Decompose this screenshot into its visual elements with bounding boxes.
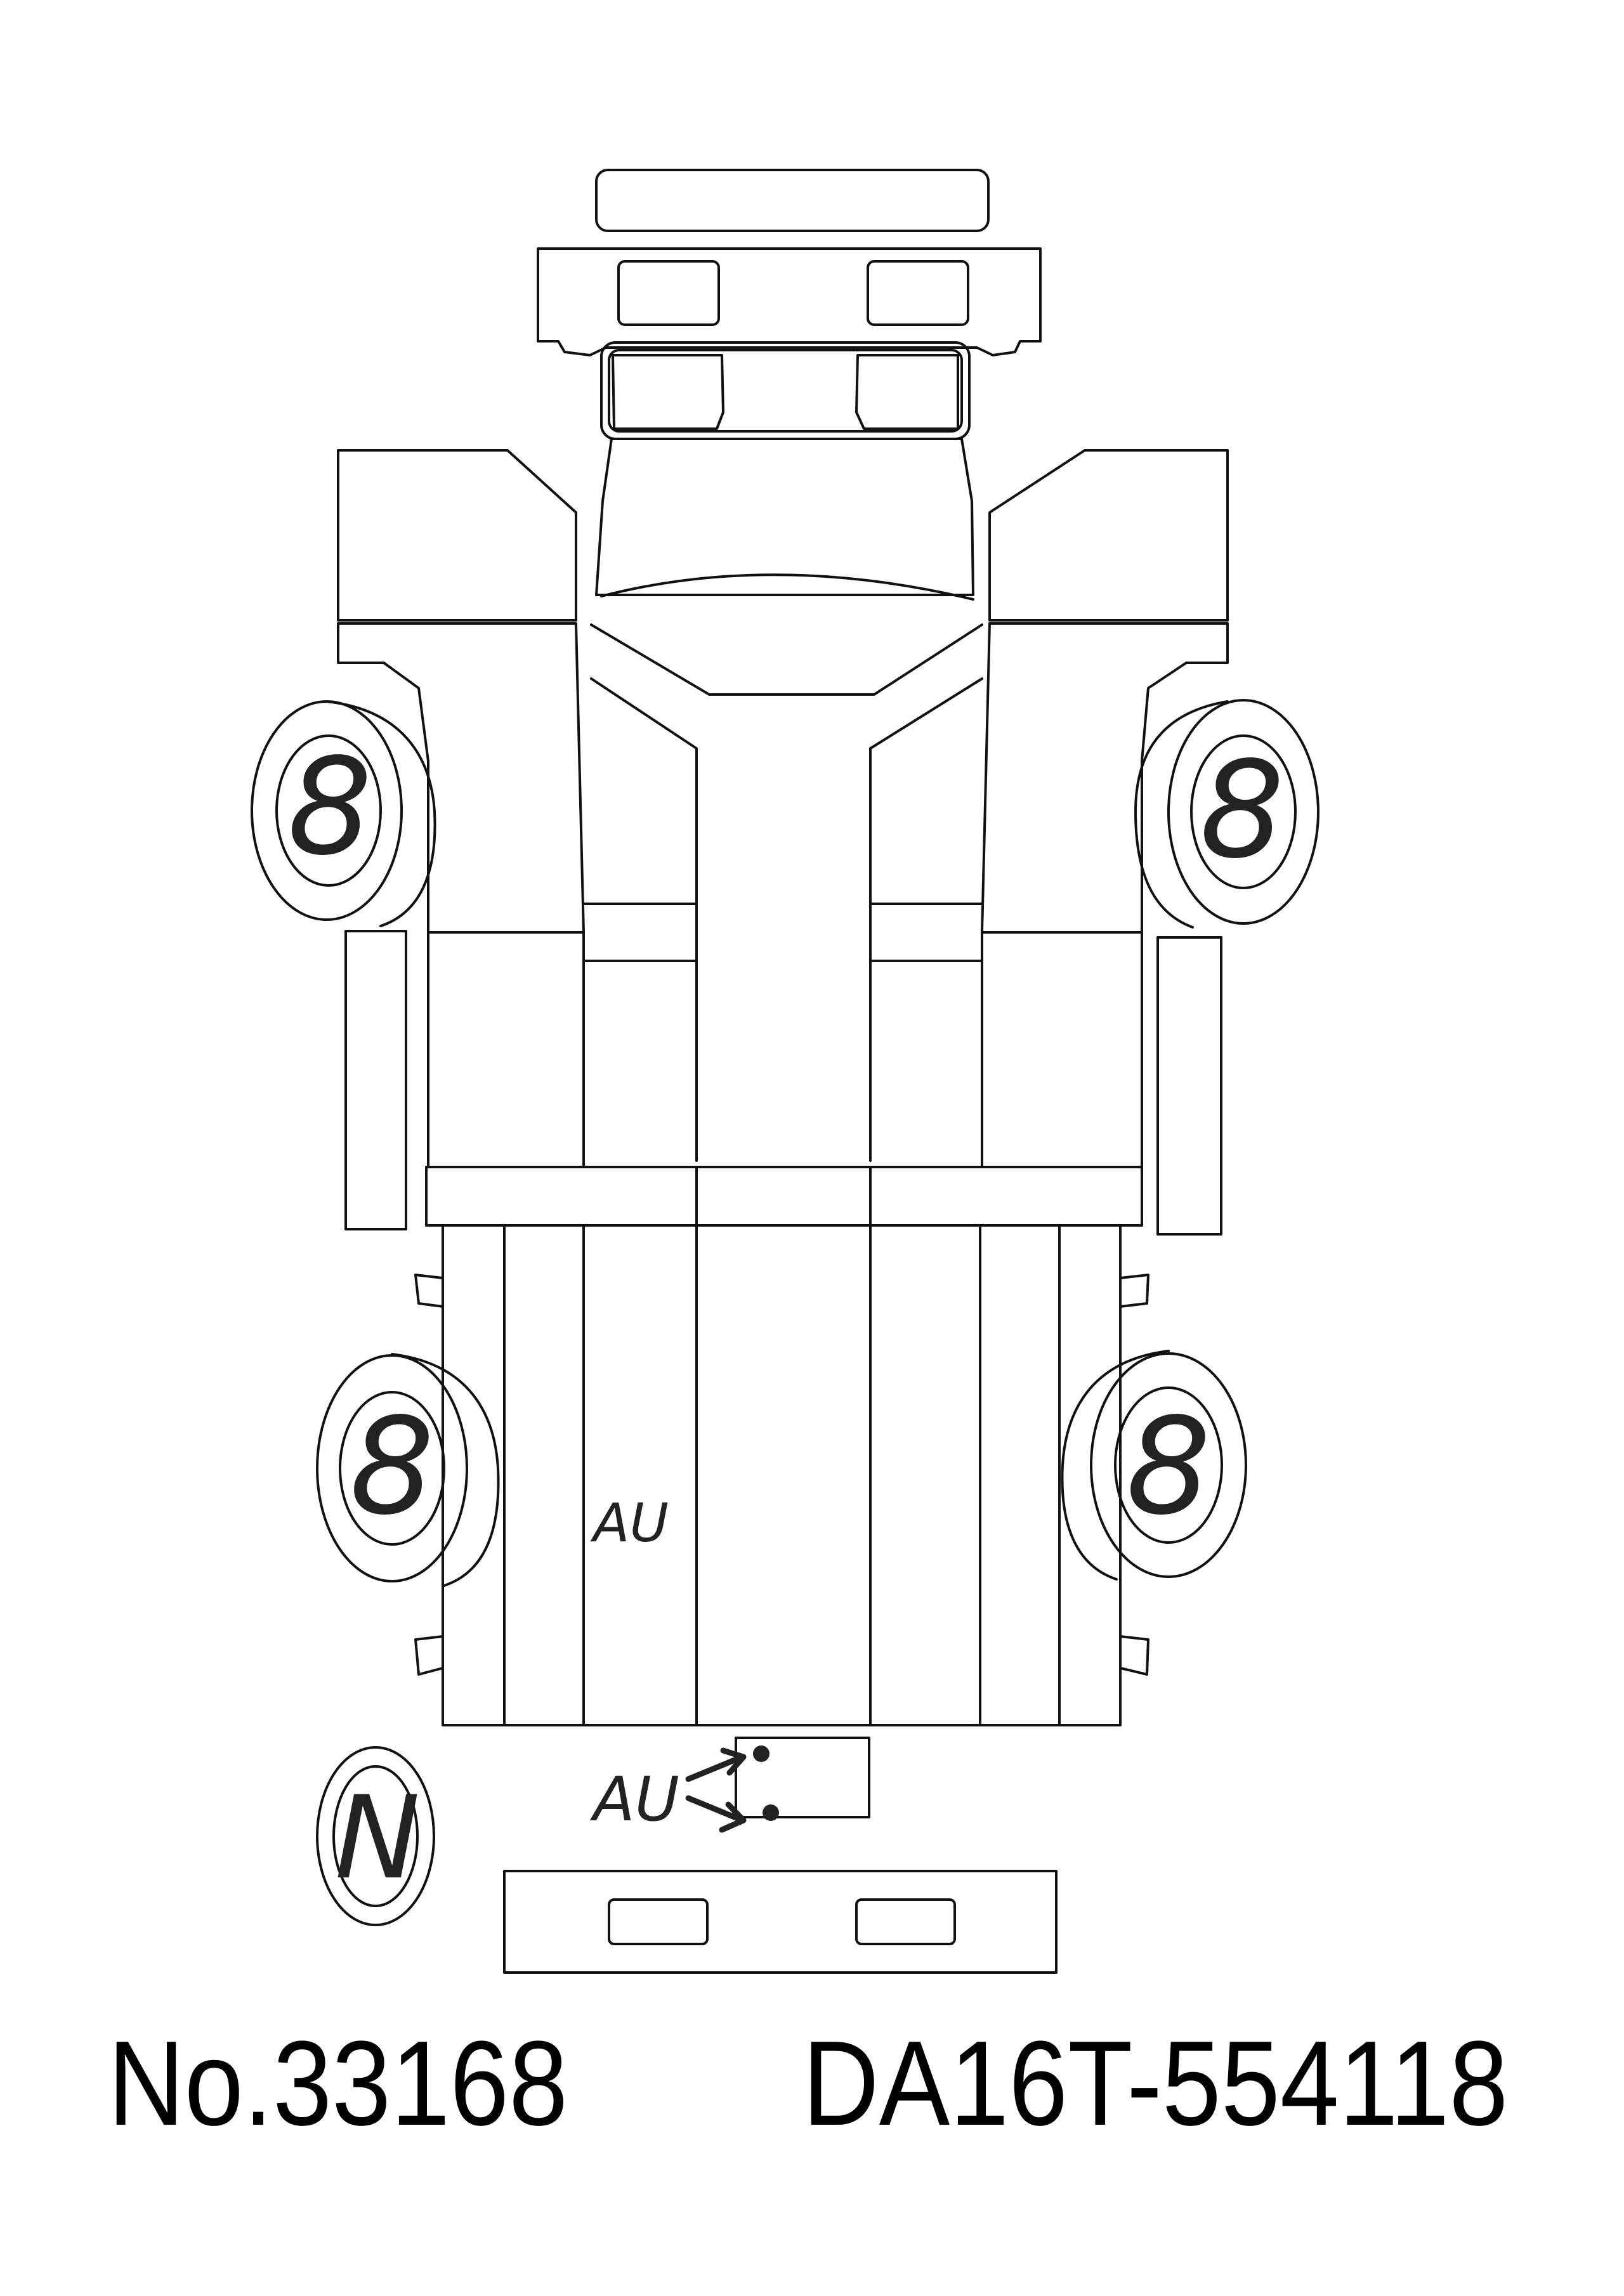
tire-mark-front-right: 8 (1200, 733, 1285, 888)
rear-light-left (608, 1898, 709, 1945)
roof-front-edge (590, 623, 983, 696)
hood-crease (600, 573, 974, 601)
headlight-right (867, 260, 969, 326)
windshield-right-pane (855, 354, 959, 430)
lot-number: No.33168 (108, 2016, 568, 2151)
step-right (1156, 936, 1222, 1236)
spare-tire (316, 1746, 435, 1926)
front-bumper (595, 169, 990, 232)
windshield-outer (600, 341, 971, 440)
mudflap-front-right (1119, 1274, 1149, 1308)
wheel-front-right (1134, 699, 1320, 929)
front-fender-right (988, 449, 1229, 622)
rear-window-left (582, 903, 698, 962)
damage-mark-tailgate: AU (589, 1764, 679, 1835)
chassis-number: DA16T-554118 (802, 2016, 1509, 2151)
rear-light-right (855, 1898, 956, 1945)
cab-side-right (981, 622, 1229, 1168)
roof-left-pillar (590, 677, 698, 1162)
cab-rear-panel (425, 1166, 1143, 1227)
windshield-inner (608, 349, 963, 433)
wheel-front-left (251, 700, 436, 927)
front-fender-left (337, 449, 577, 622)
damage-arrows (685, 1745, 779, 1833)
mudflap-rear-left (414, 1635, 444, 1676)
tire-mark-rear-right: 8 (1126, 1389, 1211, 1544)
cab-side-left (337, 622, 585, 1168)
front-panel (537, 247, 1042, 356)
mudflap-rear-right (1119, 1635, 1149, 1676)
rear-bumper (503, 1870, 1058, 1974)
roof-right-pillar (869, 677, 983, 1162)
tire-mark-spare: N (335, 1772, 421, 1905)
hood (595, 438, 974, 596)
damage-mark-bed: AU (590, 1492, 669, 1554)
headlight-left (617, 260, 720, 326)
cargo-bed (442, 1224, 1122, 1726)
windshield-left-pane (612, 354, 724, 430)
tire-mark-front-left: 8 (287, 729, 372, 885)
tire-mark-rear-left: 8 (350, 1389, 435, 1544)
mudflap-front-left (414, 1274, 444, 1308)
wheel-rear-right (1061, 1350, 1247, 1581)
step-left (344, 930, 407, 1230)
rear-window-right (869, 903, 983, 962)
wheel-rear-left (316, 1353, 500, 1587)
tailgate (735, 1737, 870, 1818)
